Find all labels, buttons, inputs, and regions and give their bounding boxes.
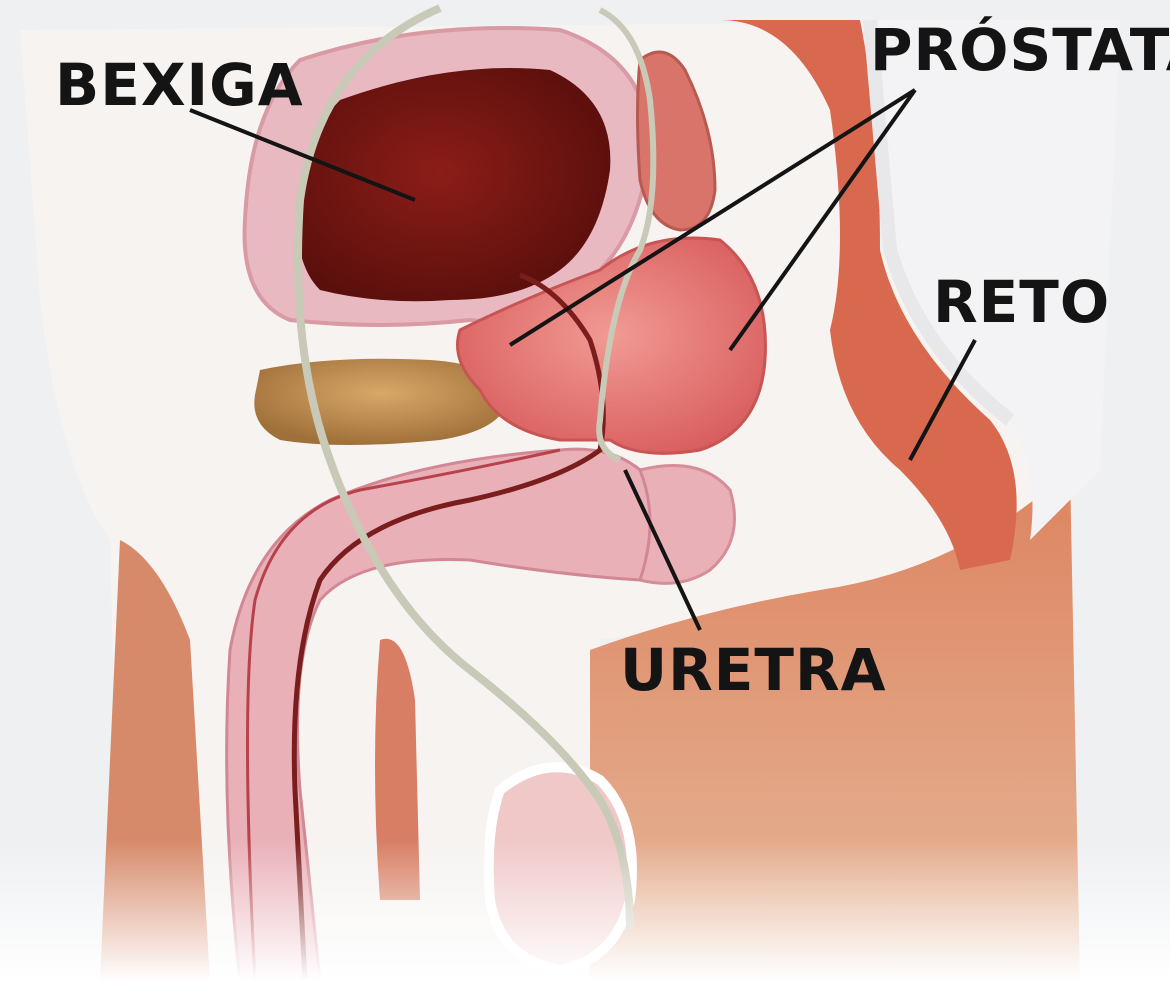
label-bladder: BEXIGA xyxy=(55,51,304,119)
label-rectum: RETO xyxy=(933,268,1110,336)
label-urethra: URETRA xyxy=(620,636,887,704)
bottom-fade xyxy=(0,840,1170,981)
bladder-lumen xyxy=(298,68,611,301)
label-prostate: PRÓSTATA xyxy=(870,15,1170,84)
